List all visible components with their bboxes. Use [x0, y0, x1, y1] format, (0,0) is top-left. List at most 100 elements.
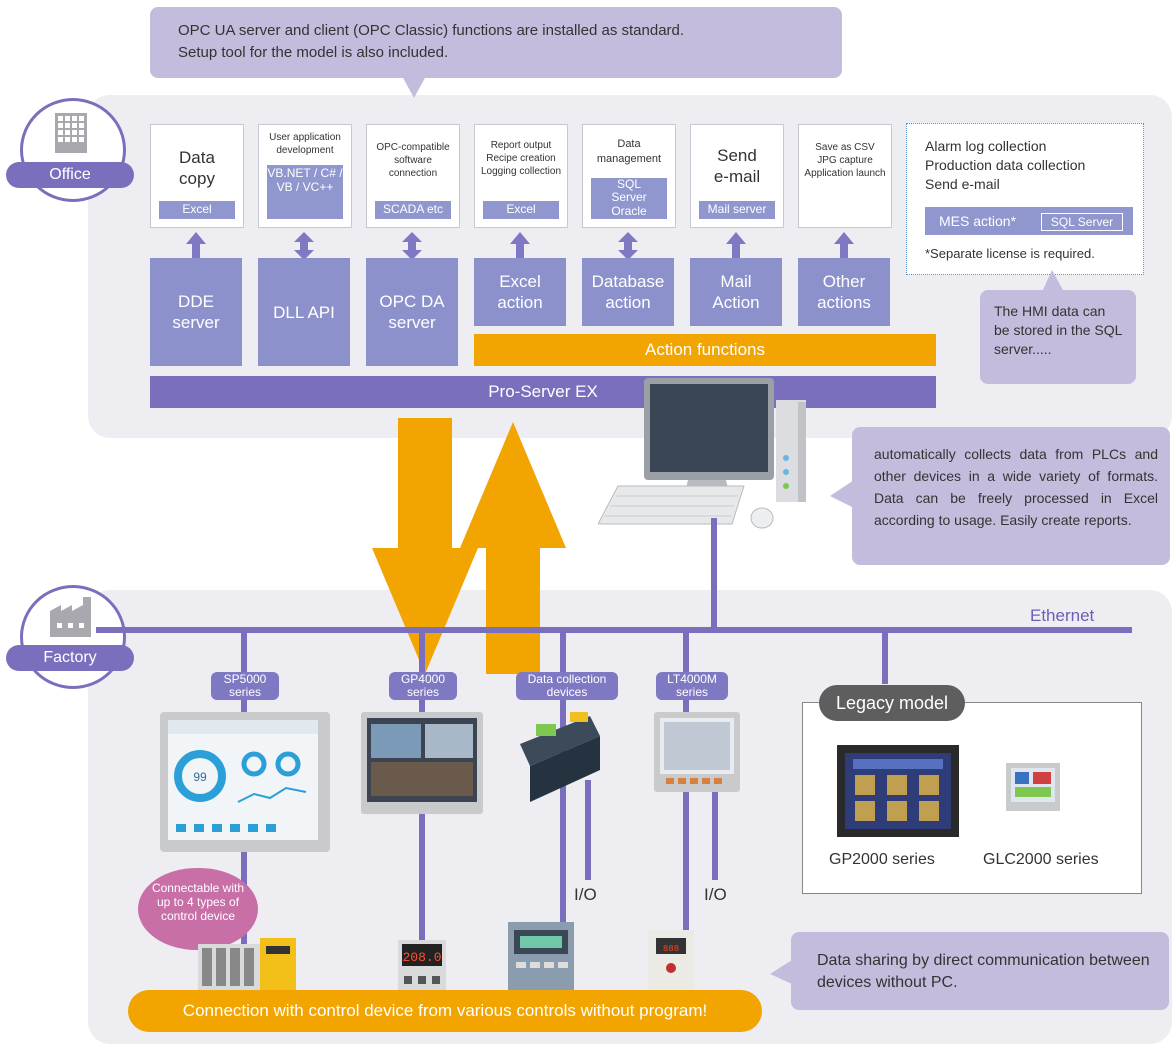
- gp2000-icon: [837, 745, 959, 837]
- device-name: Data collection: [527, 672, 607, 686]
- card-title2: Recipe creation Logging collection: [480, 153, 562, 177]
- card-user-app: User application development VB.NET / C# …: [258, 124, 352, 228]
- legacy-title: Legacy model: [819, 685, 965, 721]
- mes-action-box: MES action* SQL Server: [925, 207, 1133, 235]
- card-title2: management: [596, 153, 662, 165]
- glc2000-icon: [1006, 763, 1060, 811]
- block-opc-da: OPC DA server: [366, 258, 458, 366]
- mes-sql-label: SQL Server: [1041, 213, 1123, 231]
- factory-label: Factory: [6, 645, 134, 671]
- card-sub: VB.NET / C# / VB / VC++: [267, 165, 343, 219]
- block-dde: DDE server: [150, 258, 242, 366]
- card-sub: SCADA etc: [375, 201, 451, 219]
- device-name: SP5000: [223, 672, 267, 686]
- card-title: User application: [269, 132, 341, 143]
- plc-device-icon: [198, 938, 296, 990]
- pink-bubble-text: Connectable with up to 4 types of contro…: [151, 881, 245, 923]
- device-sub: series: [675, 685, 708, 699]
- card-sub: Mail server: [699, 201, 775, 219]
- pc-drop-line: [711, 518, 717, 630]
- office-badge: Office: [6, 98, 136, 202]
- mes-line3: Send e-mail: [925, 176, 1000, 192]
- mes-note: *Separate license is required.: [925, 246, 1095, 261]
- sharing-callout-text: Data sharing by direct communication bet…: [817, 952, 1150, 991]
- card-title: OPC-compatible: [376, 142, 450, 153]
- gp4000-device-icon: [361, 712, 483, 814]
- temp-controller-icon: 208.0: [398, 940, 446, 992]
- card-title: Data: [617, 138, 641, 150]
- action-functions-bar: Action functions: [474, 334, 936, 366]
- block-other: Other actions: [798, 258, 890, 326]
- arrows-office: [186, 232, 854, 260]
- device-sub: series: [406, 685, 439, 699]
- building-icon: [55, 113, 87, 153]
- block-line1: DDE: [178, 292, 214, 311]
- io-line-2: [712, 780, 718, 880]
- pc-callout: automatically collects data from PLCs an…: [852, 427, 1170, 565]
- svg-text:99: 99: [193, 770, 207, 784]
- ethernet-label: Ethernet: [1030, 606, 1095, 625]
- legacy-item1: GP2000 series: [829, 851, 935, 868]
- device-name: GP4000: [400, 672, 446, 686]
- sharing-callout-pointer: [770, 960, 792, 984]
- ethernet-line: [96, 627, 1132, 633]
- hmi-callout-text: The HMI data can be stored in the SQL se…: [994, 303, 1122, 357]
- card-data-copy: Data copy Excel: [150, 124, 244, 228]
- device-sub: devices: [546, 685, 588, 699]
- block-dll: DLL API: [258, 258, 350, 366]
- orange-arrows: [372, 418, 566, 674]
- legacy-box: Legacy model GP2000 series GLC2000 serie…: [802, 685, 1142, 894]
- block-excel: Excel action: [474, 258, 566, 326]
- pink-bubble: Connectable with up to 4 types of contro…: [138, 868, 258, 950]
- pro-server-bar: Pro-Server EX: [150, 376, 936, 408]
- block-line1: Mail: [720, 272, 752, 291]
- block-line1: Other: [822, 272, 866, 291]
- block-line2: action: [605, 293, 651, 312]
- svg-text:888: 888: [663, 944, 679, 954]
- office-label: Office: [6, 162, 134, 188]
- drop-legacy: [882, 630, 888, 684]
- hmi-callout: The HMI data can be stored in the SQL se…: [980, 290, 1136, 384]
- block-line2: server: [172, 313, 220, 332]
- block-line2: Action: [712, 293, 760, 312]
- card-title: Save as CSV: [815, 142, 875, 153]
- drop-datacol: [560, 630, 566, 950]
- mes-line1: Alarm log collection: [925, 138, 1047, 154]
- card-other: Save as CSV JPG capture Application launc…: [798, 124, 892, 228]
- io-label-2: I/O: [704, 885, 727, 904]
- card-title: Report output: [490, 140, 552, 151]
- top-callout-pointer: [402, 76, 426, 98]
- block-line1: Excel: [499, 272, 541, 291]
- block-line1: OPC DA: [379, 292, 445, 311]
- data-collection-device-icon: [520, 712, 600, 802]
- card-title2: JPG capture Application launch: [804, 155, 886, 179]
- top-callout: OPC UA server and client (OPC Classic) f…: [150, 7, 842, 78]
- hmi-callout-pointer: [1042, 270, 1064, 292]
- block-line1: DLL API: [273, 302, 335, 322]
- block-line2: server: [388, 313, 436, 332]
- power-meter-icon: [508, 922, 574, 992]
- card-title: Data: [179, 148, 215, 167]
- legacy-item2: GLC2000 series: [983, 851, 1099, 868]
- block-line2: actions: [817, 293, 871, 312]
- io-label-1: I/O: [574, 885, 597, 904]
- block-line2: action: [497, 293, 543, 312]
- card-sub: SQL Server Oracle: [591, 177, 667, 219]
- pc-callout-pointer: [830, 480, 854, 508]
- sharing-callout: Data sharing by direct communication bet…: [791, 932, 1169, 1010]
- card-sub: Excel: [159, 201, 235, 219]
- card-data-mgmt: Data management SQL Server Oracle: [582, 124, 676, 228]
- mes-box: Alarm log collection Production data col…: [906, 123, 1144, 275]
- card-title2: copy: [179, 169, 215, 188]
- inverter-icon: 888: [648, 930, 694, 992]
- pc-callout-text: automatically collects data from PLCs an…: [874, 446, 1158, 528]
- block-line1: Database: [591, 272, 665, 291]
- card-title2: development: [276, 145, 334, 156]
